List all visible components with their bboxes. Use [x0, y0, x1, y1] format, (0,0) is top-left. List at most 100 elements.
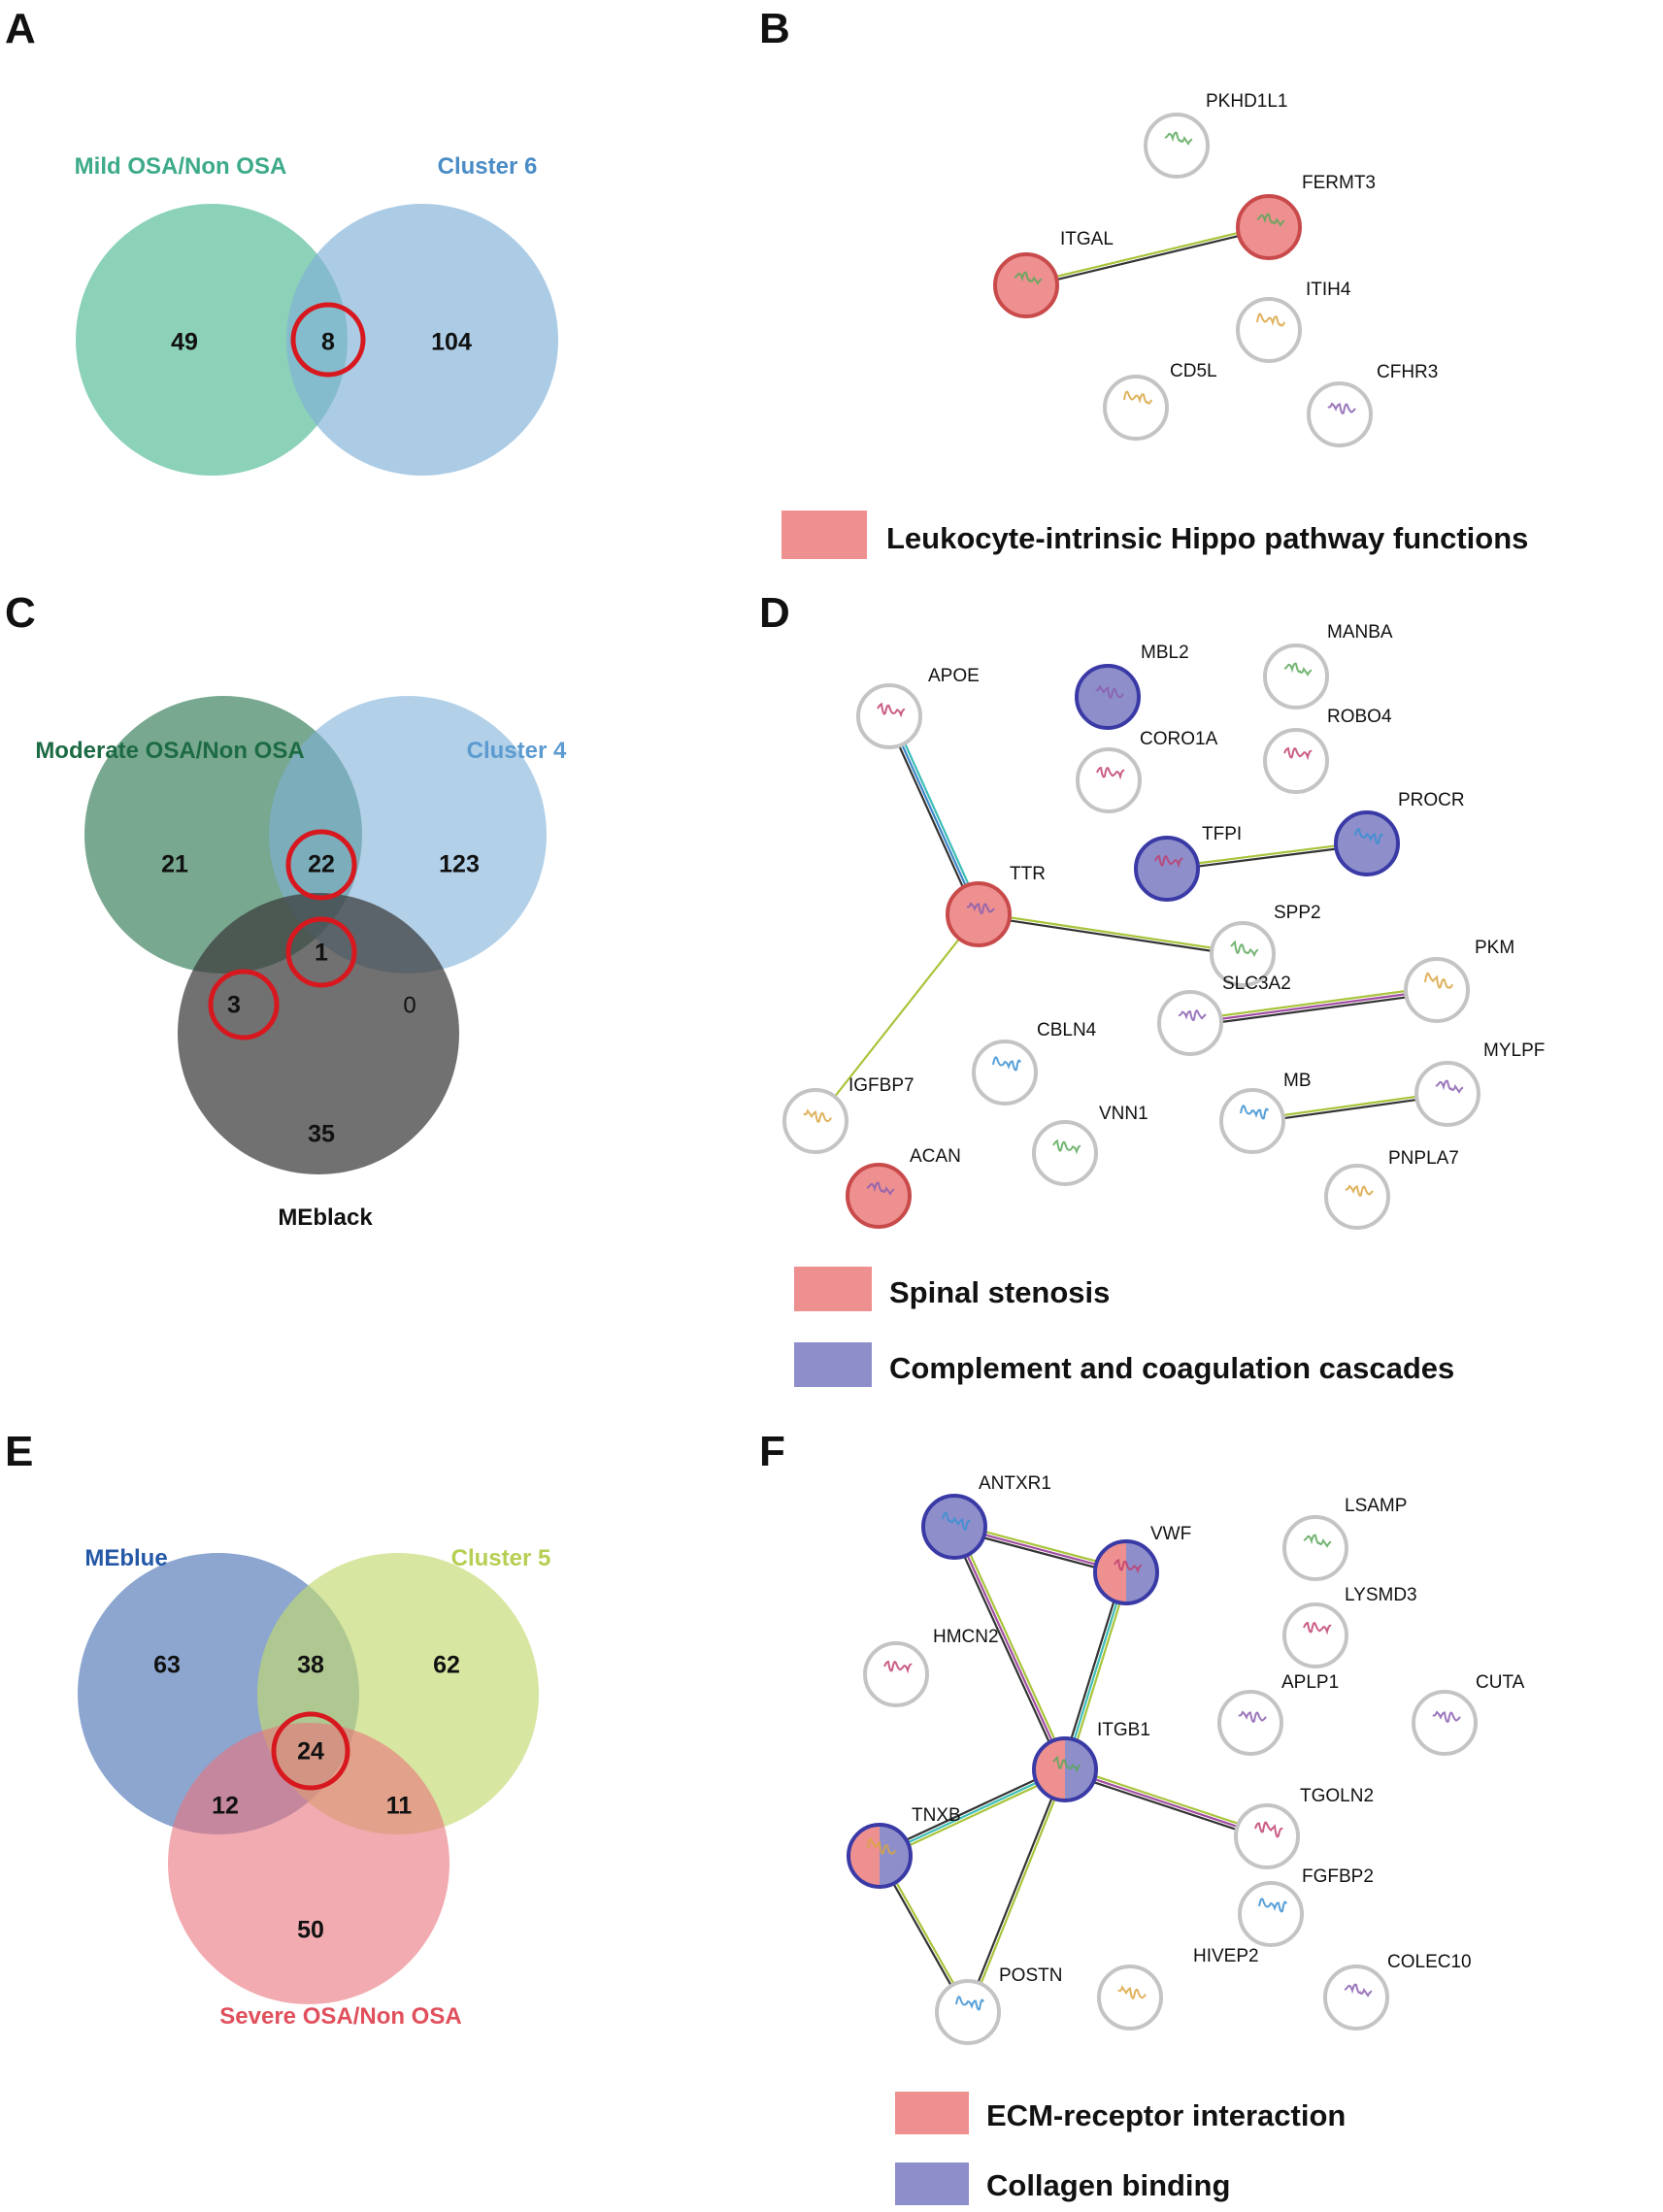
node-cuta[interactable]: CUTA: [1412, 1672, 1525, 1756]
node-manba[interactable]: MANBA: [1263, 622, 1393, 710]
node-label-pnpla7: PNPLA7: [1388, 1148, 1459, 1169]
node-label-itgb1: ITGB1: [1097, 1720, 1150, 1740]
node-label-coro1a: CORO1A: [1140, 729, 1218, 749]
node-lsamp[interactable]: LSAMP: [1282, 1496, 1407, 1581]
venn-e-label-cluster5: Cluster 5: [451, 1545, 551, 1571]
protein-structure-icon: [1095, 684, 1124, 699]
node-circle: [1236, 297, 1302, 363]
node-label-lsamp: LSAMP: [1345, 1496, 1407, 1516]
edge-itgal-fermt3-0: [1025, 224, 1269, 285]
legend-b: Leukocyte-intrinsic Hippo pathway functi…: [782, 511, 1528, 559]
protein-structure-icon: [1123, 390, 1152, 405]
protein-structure-icon: [1178, 1009, 1207, 1022]
node-itih4[interactable]: ITIH4: [1236, 280, 1351, 363]
node-label-vnn1: VNN1: [1099, 1104, 1148, 1124]
venn-a-highlight-ring: [290, 302, 366, 378]
legend-f-label-collagen: Collagen binding: [986, 2168, 1230, 2202]
node-ttr[interactable]: TTR: [946, 864, 1046, 947]
node-fill-right: [1126, 1541, 1157, 1603]
protein-structure-icon: [1164, 131, 1193, 146]
node-tfpi[interactable]: TFPI: [1134, 824, 1242, 902]
node-spp2[interactable]: SPP2: [1210, 903, 1321, 987]
node-pkhd1l1[interactable]: PKHD1L1: [1144, 91, 1288, 179]
node-pnpla7[interactable]: PNPLA7: [1324, 1148, 1459, 1230]
protein-structure-icon: [1283, 746, 1313, 761]
node-colec10[interactable]: COLEC10: [1323, 1952, 1472, 2030]
node-cbln4[interactable]: CBLN4: [972, 1020, 1097, 1106]
node-label-antxr1: ANTXR1: [979, 1473, 1051, 1494]
node-tnxb[interactable]: TNXB: [847, 1805, 961, 1889]
node-vnn1[interactable]: VNN1: [1032, 1104, 1148, 1186]
node-label-hivep2: HIVEP2: [1193, 1946, 1259, 1966]
legend-d: Spinal stenosis Complement and coagulati…: [794, 1267, 1454, 1387]
panel-letter-b: B: [759, 5, 790, 52]
edge-apoe-ttr-1: [887, 715, 981, 915]
protein-structure-icon: [867, 1837, 896, 1855]
node-label-pkhd1l1: PKHD1L1: [1206, 91, 1288, 112]
node-label-postn: POSTN: [999, 1965, 1062, 1986]
node-circle: [1075, 664, 1141, 730]
node-mbl2[interactable]: MBL2: [1075, 643, 1189, 730]
node-acan[interactable]: ACAN: [846, 1146, 961, 1229]
node-label-mylpf: MYLPF: [1483, 1040, 1545, 1061]
edge-itgb1-tnxb-2: [878, 1766, 1065, 1855]
node-circle: [1412, 1690, 1478, 1756]
node-label-cfhr3: CFHR3: [1377, 362, 1438, 382]
node-cfhr3[interactable]: CFHR3: [1307, 362, 1438, 447]
node-itgb1[interactable]: ITGB1: [1032, 1720, 1150, 1802]
protein-structure-icon: [1344, 1983, 1373, 1997]
node-vwf[interactable]: VWF: [1093, 1524, 1191, 1605]
panel-letter-d: D: [759, 589, 790, 637]
venn-c-count-only-cluster4: 123: [439, 851, 480, 878]
venn-c-count-only-moderate: 21: [161, 851, 188, 878]
protein-structure-icon: [803, 1108, 832, 1123]
node-circle: [1236, 194, 1302, 260]
node-circle: [1032, 1120, 1098, 1186]
protein-structure-icon: [1154, 854, 1183, 869]
node-fgfbp2[interactable]: FGFBP2: [1238, 1866, 1374, 1947]
node-igfbp7[interactable]: IGFBP7: [782, 1075, 915, 1154]
node-apoe[interactable]: APOE: [856, 666, 980, 749]
venn-a-label-cluster6: Cluster 6: [438, 153, 538, 180]
node-postn[interactable]: POSTN: [935, 1965, 1062, 2045]
venn-e-label-meblue: MEblue: [84, 1545, 167, 1571]
edge-itgb1-postn-1: [965, 1767, 1065, 2012]
node-hmcn2[interactable]: HMCN2: [863, 1627, 999, 1707]
node-robo4[interactable]: ROBO4: [1263, 707, 1392, 794]
protein-structure-icon: [992, 1056, 1021, 1072]
node-circle: [1282, 1515, 1348, 1581]
node-label-fermt3: FERMT3: [1302, 173, 1376, 193]
node-mylpf[interactable]: MYLPF: [1414, 1040, 1545, 1127]
node-aplp1[interactable]: APLP1: [1217, 1672, 1339, 1756]
node-label-tgoln2: TGOLN2: [1300, 1786, 1374, 1806]
protein-structure-icon: [1014, 271, 1043, 285]
node-fermt3[interactable]: FERMT3: [1236, 173, 1376, 260]
panel-letter-c: C: [5, 589, 36, 637]
node-itgal[interactable]: ITGAL: [993, 229, 1114, 318]
legend-d-label-complement: Complement and coagulation cascades: [889, 1351, 1454, 1385]
node-label-slc3a2: SLC3A2: [1222, 974, 1291, 994]
node-hivep2[interactable]: HIVEP2: [1097, 1946, 1259, 2030]
node-cd5l[interactable]: CD5L: [1103, 361, 1217, 441]
node-label-aplp1: APLP1: [1281, 1672, 1339, 1693]
node-fill-left: [1034, 1738, 1065, 1800]
venn-e: MEblue Cluster 5 Severe OSA/Non OSA 63 3…: [78, 1545, 550, 2030]
edge-vwf-itgb1-2: [1060, 1570, 1124, 1769]
venn-a-count-only-cluster6: 104: [431, 329, 472, 356]
node-coro1a[interactable]: CORO1A: [1076, 729, 1218, 813]
protein-structure-icon: [1096, 766, 1125, 780]
node-circle: [1217, 1690, 1283, 1756]
venn-a-count-only-mild: 49: [171, 329, 198, 356]
node-procr[interactable]: PROCR: [1334, 790, 1465, 876]
node-label-igfbp7: IGFBP7: [848, 1075, 915, 1096]
edge-itgb1-tnxb-1: [879, 1768, 1066, 1857]
node-lysmd3[interactable]: LYSMD3: [1282, 1585, 1417, 1668]
node-mb[interactable]: MB: [1219, 1071, 1312, 1154]
node-pkm[interactable]: PKM: [1404, 938, 1514, 1023]
node-label-cuta: CUTA: [1476, 1672, 1525, 1693]
node-slc3a2[interactable]: SLC3A2: [1157, 974, 1291, 1056]
node-antxr1[interactable]: ANTXR1: [921, 1473, 1051, 1560]
node-tgoln2[interactable]: TGOLN2: [1234, 1786, 1374, 1869]
venn-e-count-only-severe: 50: [297, 1917, 324, 1944]
node-circle: [1282, 1602, 1348, 1668]
